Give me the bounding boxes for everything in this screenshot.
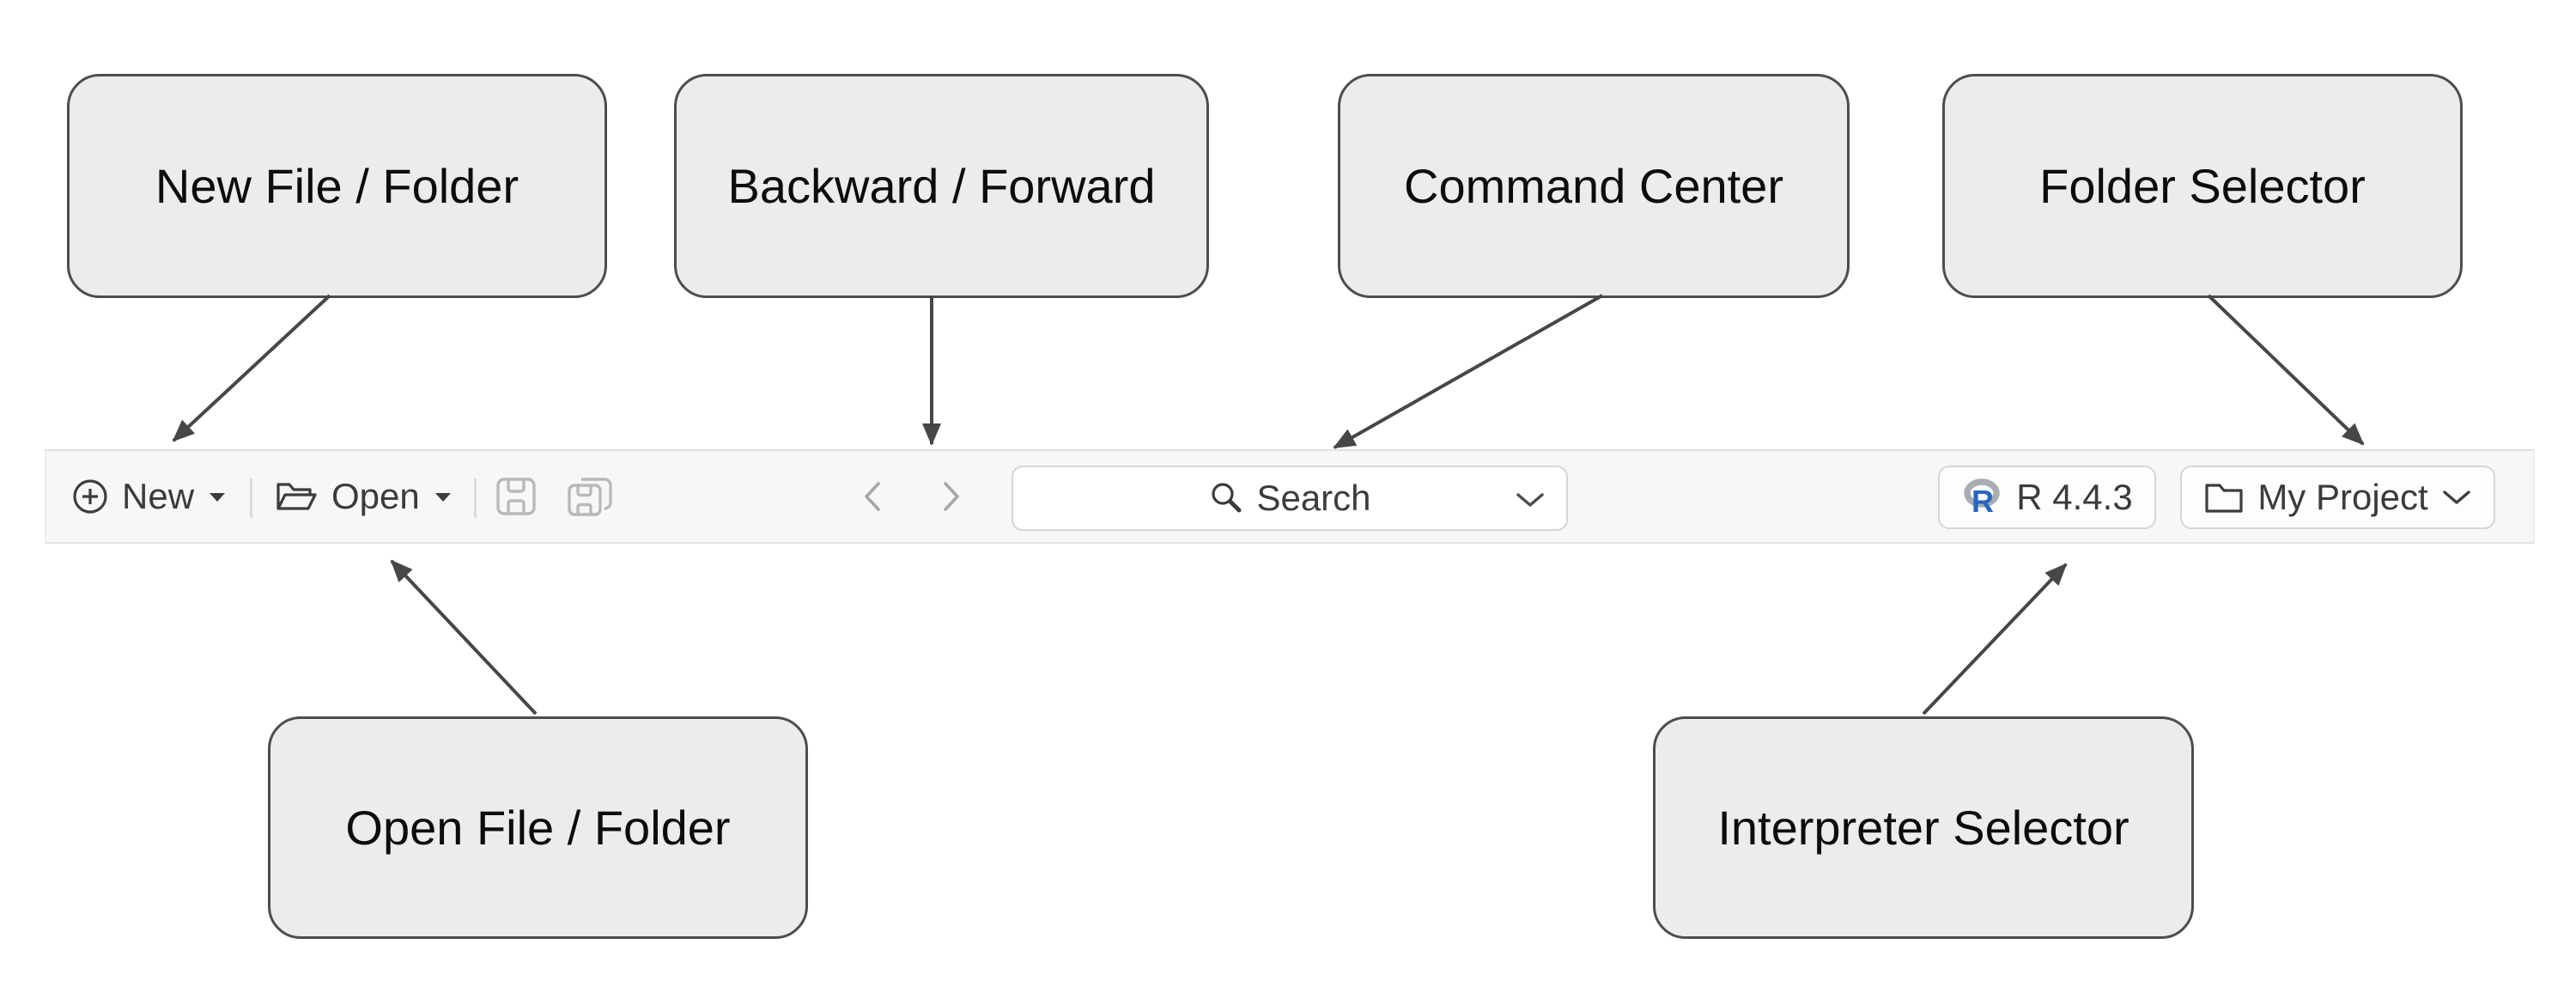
toolbar-separator [474, 478, 477, 518]
save-icon [495, 477, 537, 516]
arrow-new-file-folder [172, 294, 331, 442]
caret-down-icon [208, 490, 227, 503]
svg-text:R: R [1971, 484, 1994, 518]
chevron-down-icon[interactable] [1515, 490, 1546, 509]
callout-new-file-folder: New File / Folder [67, 74, 607, 298]
callout-label: Backward / Forward [727, 159, 1156, 213]
project-selector-button[interactable]: My Project [2180, 466, 2495, 529]
callout-label: Command Center [1404, 159, 1783, 213]
toolbar-separator [250, 478, 252, 518]
r-logo-icon: R [1961, 477, 2004, 518]
plus-circle-icon [72, 478, 108, 515]
folder-open-icon [275, 478, 318, 515]
chevron-right-icon [941, 480, 962, 513]
search-icon [1208, 480, 1244, 516]
interpreter-label: R 4.4.3 [2016, 477, 2133, 517]
arrow-folder-selector [2207, 294, 2365, 446]
caret-down-icon [434, 490, 453, 503]
arrow-command-center [1333, 294, 1603, 449]
open-button-label: Open [331, 476, 420, 516]
interpreter-selector-button[interactable]: R R 4.4.3 [1938, 466, 2156, 529]
open-button[interactable]: Open [275, 451, 453, 542]
save-button[interactable] [495, 451, 537, 542]
search-placeholder: Search [1256, 478, 1371, 518]
callout-label: Open File / Folder [345, 801, 731, 855]
callout-folder-selector: Folder Selector [1942, 74, 2463, 298]
arrow-interpreter-selector [1922, 563, 2068, 716]
forward-button[interactable] [941, 451, 962, 542]
project-label: My Project [2257, 477, 2428, 517]
save-all-icon [567, 476, 613, 517]
chevron-left-icon [862, 480, 883, 513]
callout-interpreter-selector: Interpreter Selector [1653, 716, 2194, 939]
search-input[interactable]: Search [1012, 466, 1568, 531]
callout-label: New File / Folder [155, 159, 519, 213]
callout-backward-forward: Backward / Forward [674, 74, 1209, 298]
folder-icon [2204, 480, 2244, 515]
callout-command-center: Command Center [1338, 74, 1850, 298]
new-button-label: New [122, 476, 195, 516]
toolbar: New Open [45, 449, 2535, 544]
save-all-button[interactable] [567, 451, 613, 542]
back-button[interactable] [862, 451, 883, 542]
callout-label: Interpreter Selector [1717, 801, 2129, 855]
callout-label: Folder Selector [2039, 159, 2366, 213]
callout-open-file-folder: Open File / Folder [268, 716, 808, 939]
new-button[interactable]: New [72, 451, 227, 542]
chevron-down-icon [2442, 488, 2471, 507]
arrow-open-file-folder [390, 559, 538, 716]
